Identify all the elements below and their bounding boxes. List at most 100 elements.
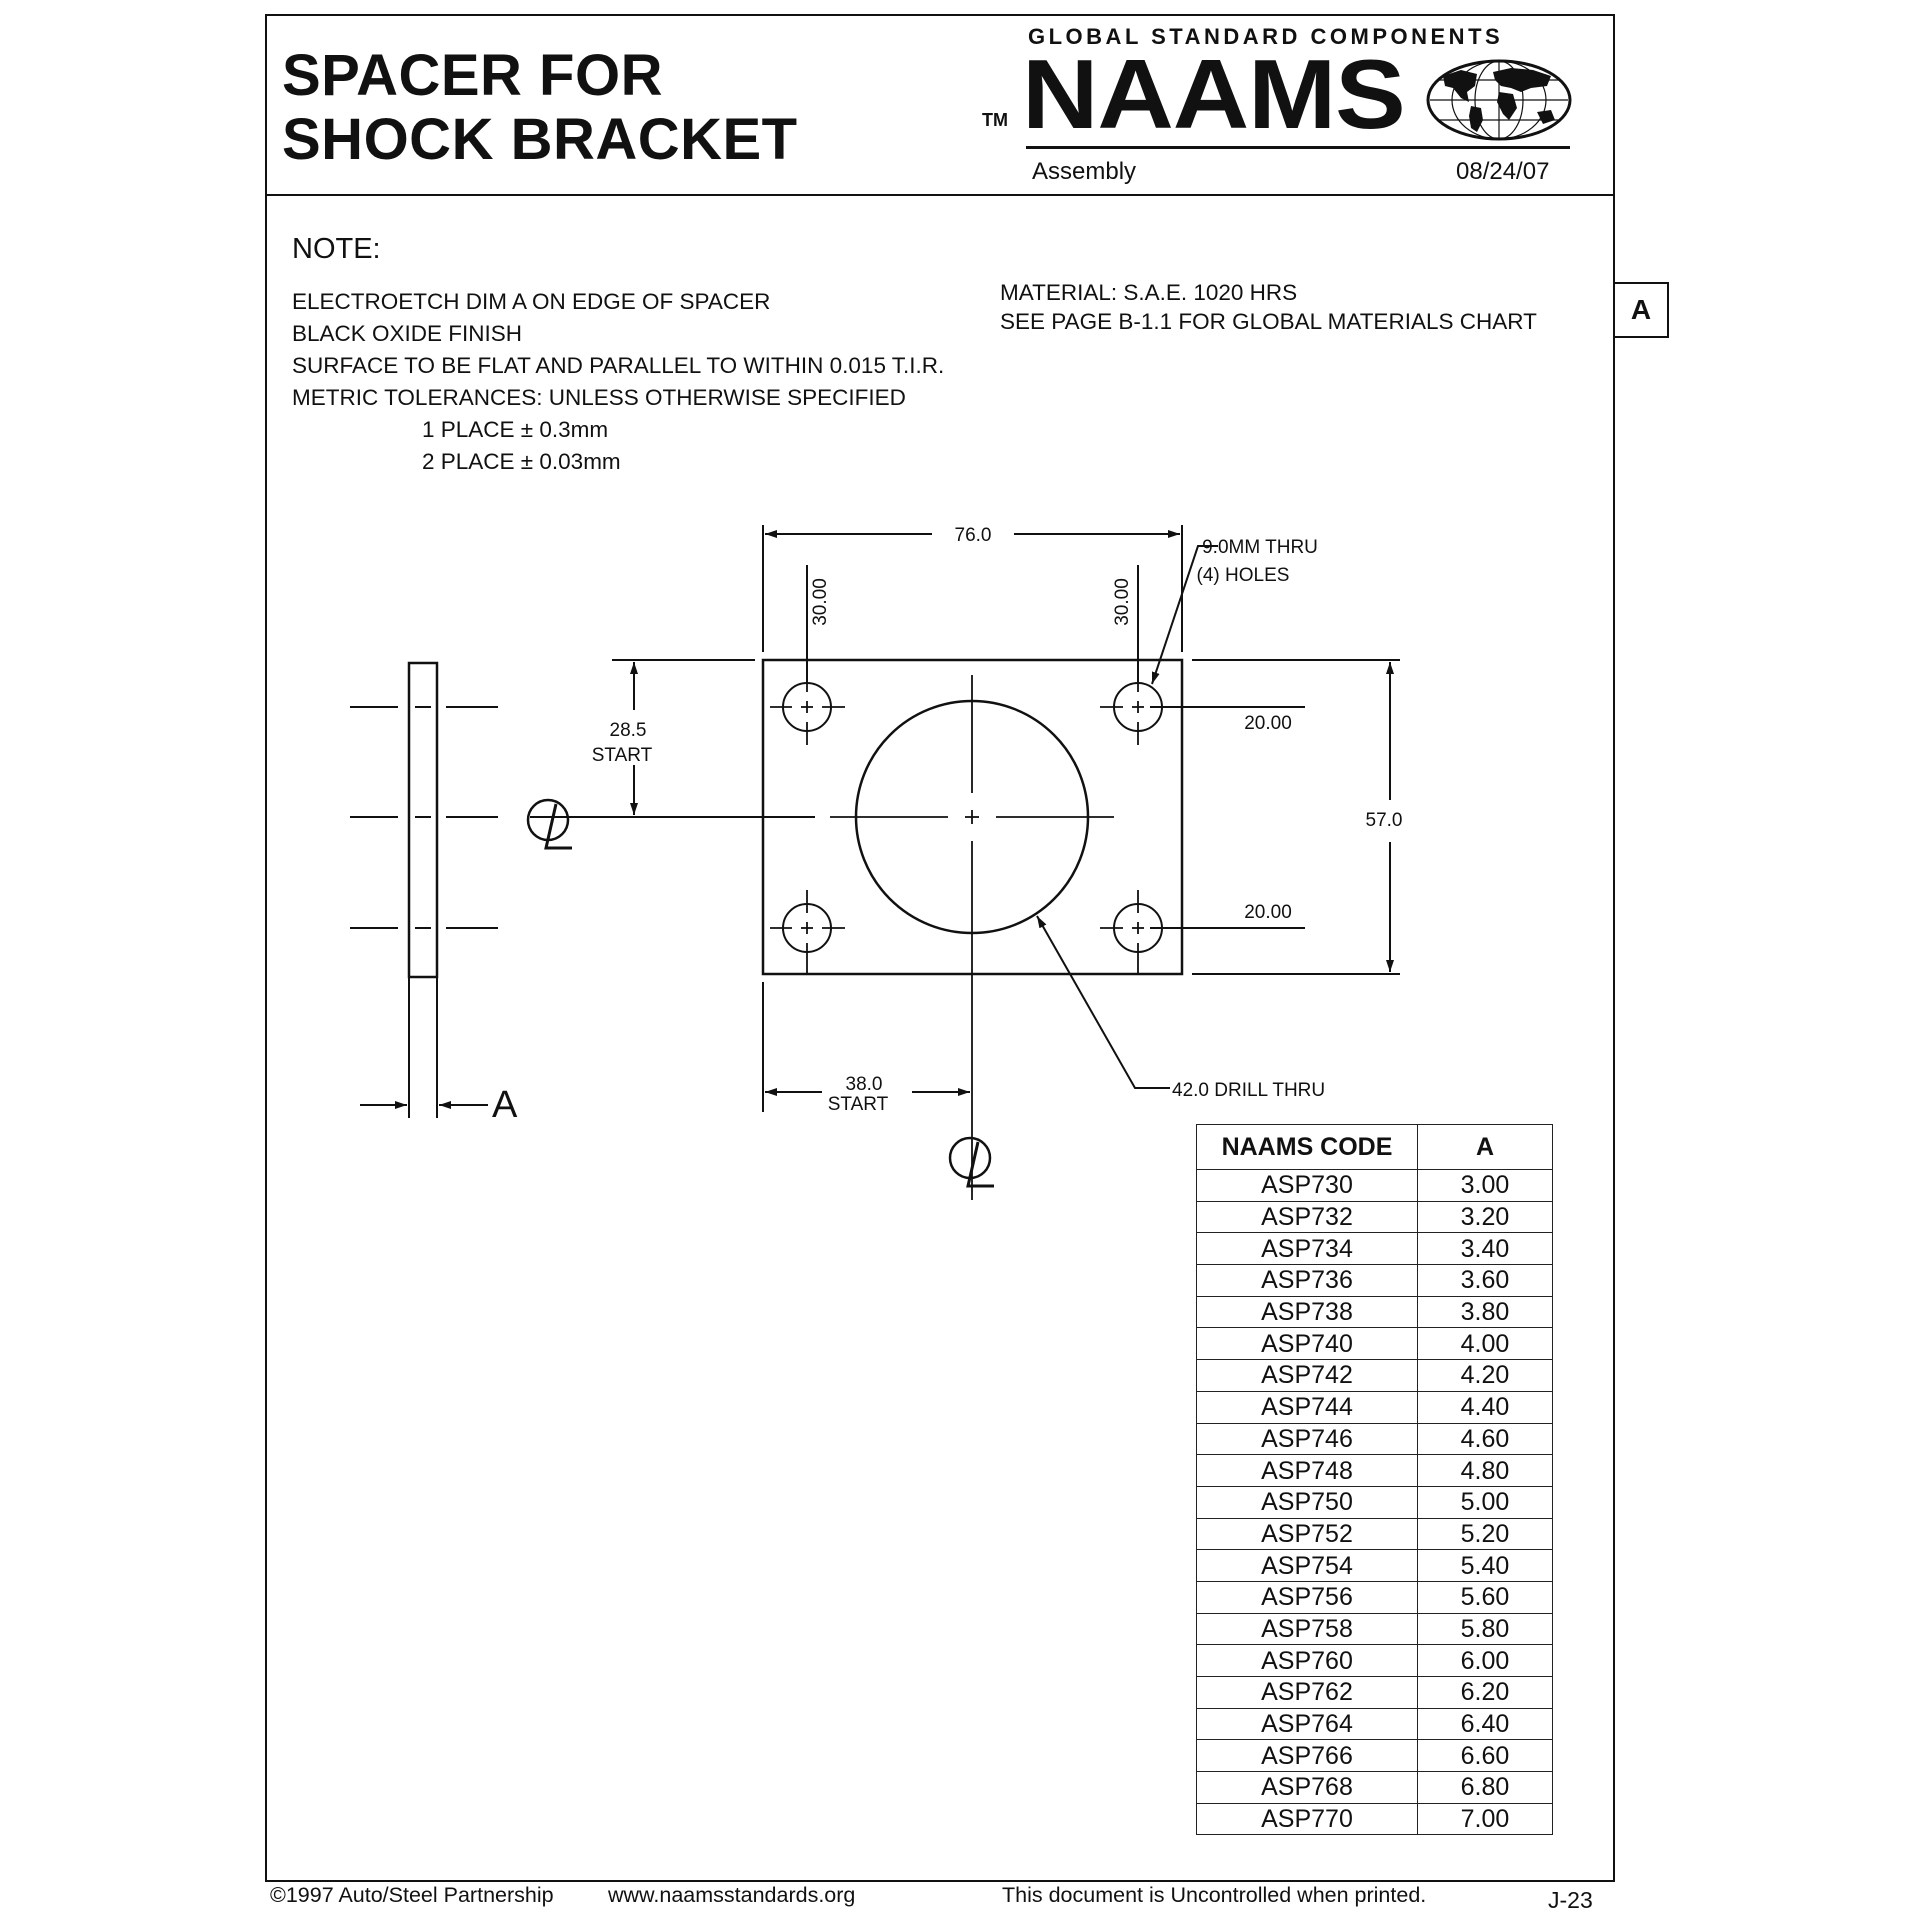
- dim-a-cell: 6.20: [1417, 1676, 1553, 1709]
- side-view-plate: [407, 661, 439, 979]
- note-line: BLACK OXIDE FINISH: [292, 321, 523, 346]
- start-x-value-label: 38.0: [846, 1074, 883, 1095]
- title-line-1: SPACER FOR: [282, 43, 663, 108]
- header-divider: [265, 194, 1615, 196]
- thickness-label: A: [492, 1084, 518, 1126]
- start-y-label: START: [592, 745, 653, 766]
- dim-a-cell: 5.20: [1417, 1517, 1553, 1551]
- naams-code-cell: ASP738: [1196, 1295, 1418, 1329]
- page-title: SPACER FOR SHOCK BRACKET: [282, 44, 798, 172]
- naams-code-cell: ASP750: [1196, 1485, 1418, 1519]
- centerline-symbol: [526, 798, 994, 1188]
- width-dim-label: 76.0: [955, 525, 992, 546]
- dim-a-cell: 5.00: [1417, 1485, 1553, 1519]
- naams-code-cell: ASP766: [1196, 1739, 1418, 1773]
- materials-reference: SEE PAGE B-1.1 FOR GLOBAL MATERIALS CHAR…: [1000, 309, 1537, 334]
- drill-callout-label: 42.0 DRILL THRU: [1172, 1080, 1325, 1101]
- note-line: 2 PLACE ± 0.03mm: [422, 449, 621, 474]
- naams-code-cell: ASP744: [1196, 1390, 1418, 1424]
- globe-icon: [1426, 59, 1572, 141]
- naams-code-cell: ASP732: [1196, 1200, 1418, 1234]
- table-header: A: [1417, 1124, 1553, 1170]
- note-line: ELECTROETCH DIM A ON EDGE OF SPACER: [292, 289, 771, 314]
- naams-code-cell: ASP762: [1196, 1676, 1418, 1709]
- copyright-text: ©1997 Auto/Steel Partnership: [270, 1883, 554, 1907]
- naams-code-cell: ASP740: [1196, 1327, 1418, 1361]
- note-line: METRIC TOLERANCES: UNLESS OTHERWISE SPEC…: [292, 385, 906, 410]
- dim-a-cell: 3.80: [1417, 1295, 1553, 1329]
- dim-a-cell: 5.40: [1417, 1549, 1553, 1582]
- naams-code-cell: ASP734: [1196, 1232, 1418, 1266]
- dim-a-cell: 3.60: [1417, 1264, 1553, 1297]
- dim-a-cell: 6.80: [1417, 1771, 1553, 1804]
- naams-code-cell: ASP752: [1196, 1517, 1418, 1551]
- section-tab[interactable]: A: [1613, 282, 1669, 338]
- document-type: Assembly: [1032, 158, 1137, 185]
- dim-a-cell: 6.40: [1417, 1707, 1553, 1741]
- website-link[interactable]: www.naamsstandards.org: [608, 1883, 856, 1907]
- hole-callout-line2: (4) HOLES: [1197, 565, 1290, 586]
- brand-underline: [1026, 146, 1570, 149]
- naams-code-cell: ASP742: [1196, 1359, 1418, 1392]
- hole-callout-line1: 9.0MM THRU: [1202, 537, 1318, 558]
- title-line-2: SHOCK BRACKET: [282, 107, 798, 172]
- drawing-border: [265, 14, 1615, 1882]
- trademark-mark: TM: [982, 110, 1008, 130]
- dim-a-cell: 4.80: [1417, 1454, 1553, 1487]
- notes-list: ELECTROETCH DIM A ON EDGE OF SPACER BLAC…: [292, 286, 944, 478]
- naams-code-cell: ASP756: [1196, 1580, 1418, 1614]
- naams-code-cell: ASP754: [1196, 1549, 1418, 1582]
- hole-spacing-bottom-label: 20.00: [1244, 902, 1292, 923]
- naams-code-cell: ASP748: [1196, 1454, 1418, 1487]
- hole-leader: [1151, 545, 1218, 685]
- brand-logo-text: NAAMS: [1022, 39, 1406, 149]
- dim-a-cell: 3.00: [1417, 1169, 1553, 1202]
- hole-spacing-top-label: 20.00: [1244, 713, 1292, 734]
- naams-code-cell: ASP770: [1196, 1802, 1418, 1836]
- dim-a-cell: 7.00: [1417, 1802, 1553, 1836]
- brand-tagline: GLOBAL STANDARD COMPONENTS: [1028, 24, 1504, 49]
- naams-code-cell: ASP746: [1196, 1422, 1418, 1456]
- start-y-value-label: 28.5: [610, 720, 647, 741]
- drill-leader: [1036, 915, 1170, 1089]
- hole-offset-left-label: 30.00: [810, 578, 831, 626]
- naams-code-cell: ASP764: [1196, 1707, 1418, 1741]
- dim-a-cell: 6.00: [1417, 1644, 1553, 1677]
- dim-a-cell: 3.40: [1417, 1232, 1553, 1266]
- dim-a-cell: 4.40: [1417, 1390, 1553, 1424]
- dim-a-cell: 6.60: [1417, 1739, 1553, 1773]
- naams-code-cell: ASP760: [1196, 1644, 1418, 1677]
- notes-heading: NOTE:: [292, 233, 381, 265]
- dim-a-cell: 3.20: [1417, 1200, 1553, 1234]
- page-number: J-23: [1548, 1887, 1593, 1913]
- hole-offset-right-label: 30.00: [1112, 578, 1133, 626]
- revision-date: 08/24/07: [1456, 158, 1550, 185]
- table-header: NAAMS CODE: [1196, 1124, 1418, 1170]
- height-dim-label: 57.0: [1366, 810, 1403, 831]
- note-line: SURFACE TO BE FLAT AND PARALLEL TO WITHI…: [292, 353, 945, 378]
- naams-code-cell: ASP736: [1196, 1264, 1418, 1297]
- material-spec: MATERIAL: S.A.E. 1020 HRS: [1000, 280, 1298, 305]
- naams-code-cell: ASP758: [1196, 1612, 1418, 1646]
